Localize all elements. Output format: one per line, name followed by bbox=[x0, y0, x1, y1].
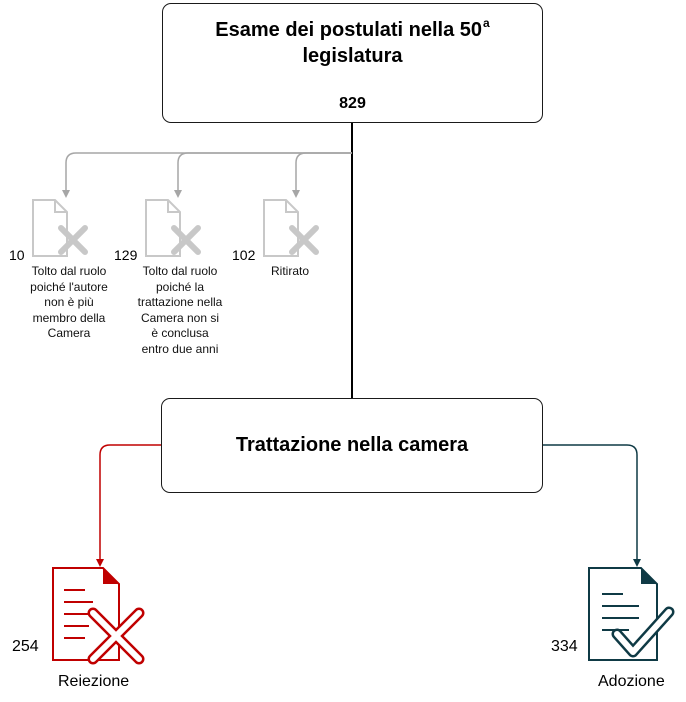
withdrawn-count-1: 10 bbox=[9, 247, 25, 263]
middle-title: Trattazione nella camera bbox=[235, 434, 469, 456]
rejection-connector bbox=[99, 444, 161, 560]
withdrawn-label-3-line: Ritirato bbox=[270, 264, 309, 278]
withdrawn-doc-icon-1 bbox=[32, 199, 88, 257]
withdrawal-connectors bbox=[65, 152, 352, 191]
withdrawn-doc-icon-3 bbox=[263, 199, 319, 257]
withdrawn-label-1-line: poiché l'autore bbox=[30, 279, 108, 294]
rejection-doc-icon bbox=[52, 567, 145, 665]
withdrawn-label-3: Ritirato bbox=[262, 264, 318, 280]
top-title-line1: Esame dei postulati nella 50 bbox=[215, 19, 483, 41]
withdrawn-label-1-line: Camera bbox=[47, 326, 91, 340]
rejection-arrowhead bbox=[96, 559, 104, 567]
withdrawn-label-1-line: Tolto dal ruolo bbox=[31, 264, 107, 278]
adoption-connector bbox=[543, 444, 638, 560]
withdrawn-label-2-line: trattazione nella bbox=[137, 295, 223, 309]
rejection-label: Reiezione bbox=[58, 673, 130, 690]
top-count: 829 bbox=[339, 95, 366, 112]
withdrawn-label-1: Tolto dal ruolo poiché l'autore non è pi… bbox=[19, 264, 119, 342]
adoption-label: Adozione bbox=[598, 673, 665, 690]
adoption-arrowhead bbox=[633, 559, 641, 567]
withdrawn-label-2: Tolto dal ruolo poiché la trattazione ne… bbox=[128, 264, 232, 357]
adoption-doc-icon bbox=[588, 567, 675, 661]
withdrawn-count-3: 102 bbox=[232, 247, 256, 263]
withdrawn-doc-icon-2 bbox=[145, 199, 201, 257]
rejection-count: 254 bbox=[12, 638, 39, 655]
middle-process-box: Trattazione nella camera bbox=[161, 398, 543, 493]
withdrawn-label-1-line: non è più bbox=[44, 295, 94, 309]
withdrawn-count-2: 129 bbox=[114, 247, 138, 263]
withdrawn-label-2-line: poiché la bbox=[155, 279, 205, 294]
top-title: Esame dei postulati nella 50a legislatur… bbox=[163, 10, 542, 69]
withdrawn-label-2-line: entro due anni bbox=[141, 341, 219, 356]
adoption-count: 334 bbox=[551, 638, 578, 655]
withdrawn-label-2-line: Tolto dal ruolo bbox=[142, 264, 218, 278]
top-title-superscript: a bbox=[483, 16, 490, 30]
top-process-box: Esame dei postulati nella 50a legislatur… bbox=[162, 3, 543, 123]
withdrawn-label-2-line: Camera non si bbox=[140, 310, 220, 325]
withdrawal-arrowheads bbox=[62, 190, 300, 198]
withdrawn-label-2-line: è conclusa bbox=[151, 326, 209, 340]
withdrawn-label-1-line: membro della bbox=[32, 310, 106, 325]
top-title-line2: legislatura bbox=[302, 45, 403, 67]
